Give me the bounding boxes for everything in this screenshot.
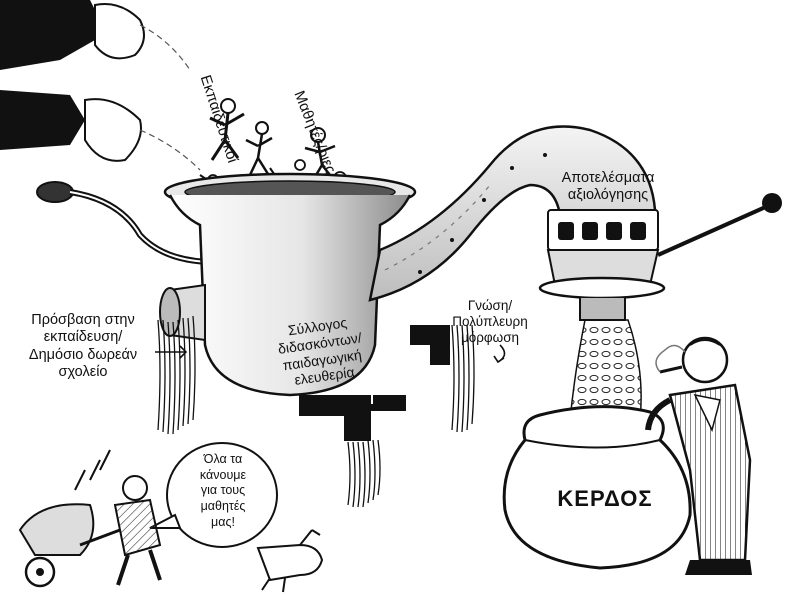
access-label: Πρόσβαση στην εκπαίδευση/ Δημόσιο δωρεάν… <box>28 312 138 381</box>
coin-stream <box>569 319 642 421</box>
profit-sack-label: ΚΕΡΔΟΣ <box>557 486 653 511</box>
knowledge-label: Γνώση/ Πολύπλευρη μόρφωση <box>452 298 528 346</box>
businessman-figure <box>645 336 752 575</box>
crank-handle-icon <box>36 181 229 273</box>
lever-icon <box>657 193 782 257</box>
speech-bubble <box>149 442 278 548</box>
assessment-results-label: Αποτελέσματα αξιολόγησης <box>561 170 655 204</box>
bird-icon <box>256 529 324 593</box>
hands-icon <box>0 0 201 171</box>
meat-grinder-icon <box>157 172 475 508</box>
money-sack-icon <box>502 405 692 570</box>
wheelbarrow-icon <box>18 449 162 588</box>
speech-bubble-text: Όλα τα κάνουμε για τους μαθητές μας! <box>199 452 247 529</box>
pipe-icon <box>368 125 666 321</box>
